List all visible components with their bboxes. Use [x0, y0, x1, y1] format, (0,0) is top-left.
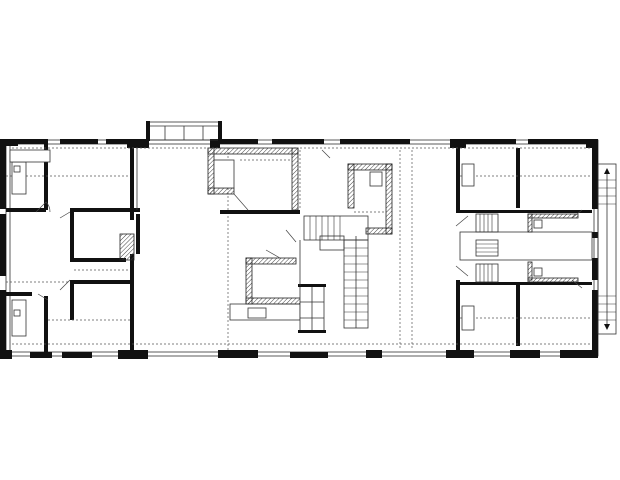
- shaft: [347, 163, 393, 235]
- middle-core: [207, 147, 307, 321]
- exterior-wall-bottom: [0, 350, 598, 359]
- exterior-ramp: [597, 163, 617, 335]
- lift-core: [298, 284, 326, 333]
- exterior-wall-top: [0, 139, 598, 148]
- interior-partitions: [299, 149, 413, 350]
- right-wing: [455, 148, 593, 352]
- exterior-wall-sides: [0, 139, 598, 358]
- main-stair: [303, 215, 369, 329]
- left-wing: [6, 144, 140, 352]
- entrance-bay: [146, 121, 222, 141]
- window-lines: [12, 147, 592, 345]
